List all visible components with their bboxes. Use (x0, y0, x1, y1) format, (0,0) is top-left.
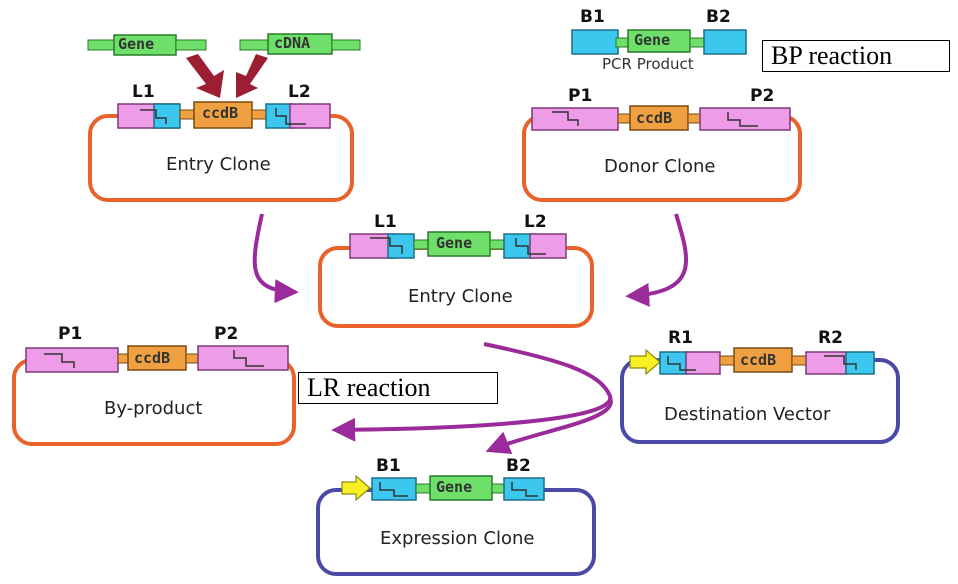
entry-mid-caption: Entry Clone (408, 286, 513, 307)
entry-clone-mid-cassette (349, 231, 567, 259)
expression-site-right: B2 (506, 456, 531, 476)
pcr-site-left-label: B1 (580, 7, 605, 27)
by-product-cassette (25, 345, 289, 373)
bp-reaction-label: BP reaction (762, 40, 950, 72)
arrow-entry-to-lr (252, 213, 299, 304)
expression-caption: Expression Clone (380, 528, 535, 549)
entry-mid-site-left: L1 (374, 212, 397, 232)
entry-mid-insert-label: Gene (436, 234, 473, 252)
red-arrow-right (236, 54, 268, 98)
red-arrow-left (186, 54, 224, 98)
pcr-site-right-label: B2 (706, 7, 731, 27)
destination-vector-cassette (629, 347, 875, 376)
expression-site-left: B1 (376, 456, 401, 476)
donor-clone-cassette (531, 105, 791, 131)
destination-site-right: R2 (818, 328, 843, 348)
arrow-donor-to-lr (625, 213, 689, 307)
pcr-gene-label: Gene (634, 31, 671, 49)
cdna-fragment-label: cDNA (274, 34, 311, 52)
pcr-product-cassette (571, 29, 747, 55)
donor-caption: Donor Clone (604, 156, 716, 177)
arrow-lr-to-expression (485, 397, 613, 455)
entry-top-caption: Entry Clone (166, 154, 271, 175)
byproduct-caption: By-product (104, 398, 203, 419)
gene-fragment-label: Gene (118, 35, 155, 53)
destination-caption: Destination Vector (664, 404, 831, 425)
entry-mid-site-right: L2 (524, 212, 547, 232)
destination-site-left: R1 (668, 328, 693, 348)
expression-clone-cassette (341, 474, 545, 502)
byproduct-site-left: P1 (58, 324, 83, 344)
donor-insert-label: ccdB (636, 109, 673, 127)
gene-fragment (87, 34, 207, 56)
pcr-product-caption: PCR Product (602, 55, 694, 73)
entry-top-site-left: L1 (132, 82, 155, 102)
lr-reaction-label: LR reaction (298, 372, 498, 404)
entry-clone-top-cassette (117, 101, 331, 129)
destination-insert-label: ccdB (740, 351, 777, 369)
donor-site-right: P2 (750, 86, 775, 106)
expression-insert-label: Gene (436, 478, 473, 496)
cdna-fragment (239, 33, 361, 55)
arrow-destination-into-lr (604, 398, 614, 406)
entry-top-site-right: L2 (288, 82, 311, 102)
entry-top-insert-label: ccdB (202, 104, 239, 122)
donor-site-left: P1 (568, 86, 593, 106)
byproduct-insert-label: ccdB (134, 349, 171, 367)
byproduct-site-right: P2 (214, 324, 239, 344)
